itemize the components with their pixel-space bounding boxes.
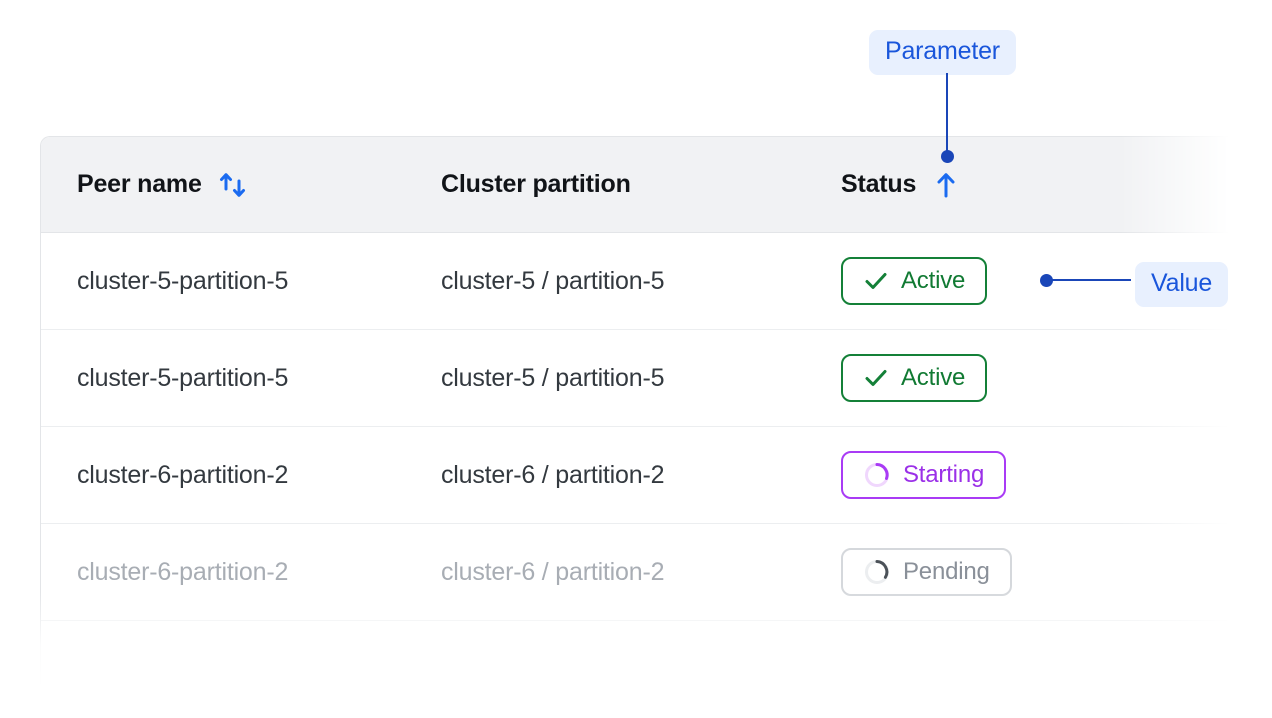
cell-status: Starting: [841, 451, 1205, 499]
column-header-cluster-partition[interactable]: Cluster partition: [441, 170, 841, 199]
annotation-value-connector: [1049, 279, 1131, 281]
status-badge-label: Active: [901, 364, 966, 391]
sort-both-arrows-icon[interactable]: [216, 168, 250, 202]
table-header-row: Peer name Cluster partition: [41, 137, 1239, 233]
cell-status: Pending: [841, 548, 1205, 596]
cell-status: Active: [841, 354, 1205, 402]
status-badge-active: Active: [841, 257, 988, 305]
cell-peer-name: cluster-6-partition-2: [77, 557, 289, 586]
cell-cluster-partition: cluster-6 / partition-2: [441, 557, 665, 586]
cell-cluster-partition: cluster-5 / partition-5: [441, 266, 665, 295]
status-badge-active: Active: [841, 354, 988, 402]
column-header-peer-name[interactable]: Peer name: [41, 168, 441, 202]
table-row[interactable]: cluster-6-partition-2 cluster-6 / partit…: [41, 524, 1239, 621]
column-header-status-label: Status: [841, 170, 917, 198]
status-badge-starting: Starting: [841, 451, 1007, 499]
table-row[interactable]: cluster-5-partition-5 cluster-5 / partit…: [41, 330, 1239, 427]
table-row[interactable]: [41, 621, 1239, 718]
cell-status: Active: [841, 257, 1205, 305]
column-header-peer-name-label: Peer name: [77, 170, 202, 198]
spinner-icon: [863, 461, 891, 489]
cell-peer-name: cluster-5-partition-5: [77, 363, 289, 392]
spinner-icon: [863, 558, 891, 586]
column-header-status[interactable]: Status: [841, 169, 1205, 201]
cell-peer-name: cluster-5-partition-5: [77, 266, 289, 295]
table-row[interactable]: cluster-5-partition-5 cluster-5 / partit…: [41, 233, 1239, 330]
check-icon: [863, 365, 889, 391]
cell-peer-name: cluster-6-partition-2: [77, 460, 289, 489]
annotation-parameter-dot: [941, 150, 954, 163]
annotation-value-label: Value: [1135, 262, 1229, 307]
cell-cluster-partition: cluster-5 / partition-5: [441, 363, 665, 392]
peers-table: Peer name Cluster partition: [40, 136, 1240, 718]
peers-table-container: Peer name Cluster partition: [40, 136, 1240, 718]
arrow-up-icon[interactable]: [930, 169, 962, 201]
annotation-parameter-label: Parameter: [869, 30, 1016, 75]
cell-cluster-partition: cluster-6 / partition-2: [441, 460, 665, 489]
annotation-value-dot: [1040, 274, 1053, 287]
annotation-parameter-connector: [946, 73, 948, 157]
status-badge-label: Active: [901, 267, 966, 294]
table-row[interactable]: cluster-6-partition-2 cluster-6 / partit…: [41, 427, 1239, 524]
status-badge-label: Starting: [903, 461, 985, 488]
column-header-cluster-partition-label: Cluster partition: [441, 170, 631, 198]
status-badge-pending: Pending: [841, 548, 1012, 596]
status-badge-label: Pending: [903, 558, 990, 585]
check-icon: [863, 268, 889, 294]
